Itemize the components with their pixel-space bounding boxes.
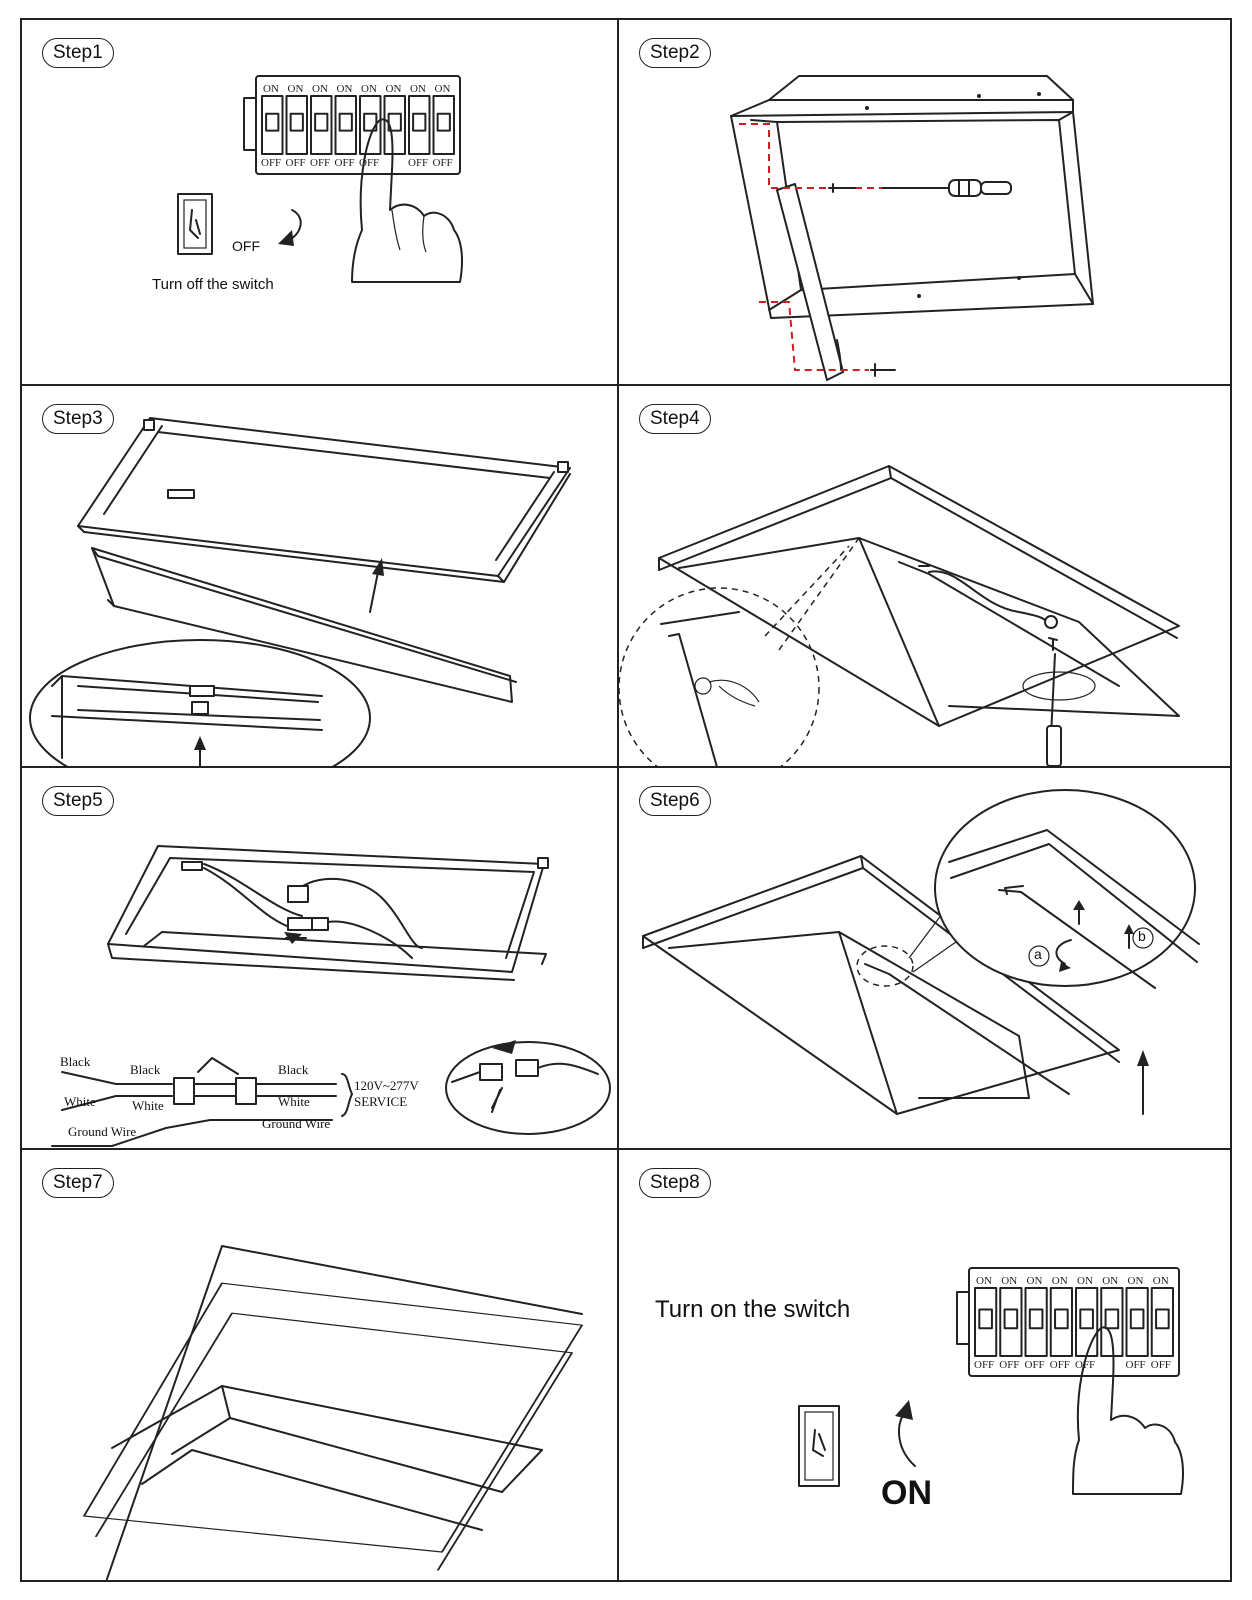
breaker-off-label: OFF	[1025, 1359, 1045, 1371]
step1-caption: Turn off the switch	[152, 276, 274, 293]
breaker-off-label: OFF	[408, 157, 428, 169]
breaker-on-label: ON	[1027, 1275, 1043, 1287]
remove-lens-illustration	[29, 417, 571, 766]
breaker-handle	[412, 112, 427, 132]
wire-label-black-right: Black	[278, 1062, 309, 1077]
wire-label-ground-left: Ground Wire	[68, 1124, 137, 1139]
step7-panel: Step7	[22, 1150, 619, 1580]
breaker-handle	[314, 112, 329, 132]
breaker-off-label: OFF	[433, 157, 453, 169]
breaker-off-label: OFF	[1126, 1359, 1146, 1371]
breaker-on-label: ON	[1102, 1275, 1118, 1287]
breaker-on-label: ON	[386, 83, 402, 95]
breaker-on-label: ON	[1153, 1275, 1169, 1287]
breaker-on-label: ON	[976, 1275, 992, 1287]
breaker-on-label: ON	[435, 83, 451, 95]
step6-label: Step6	[639, 786, 711, 816]
breaker-on-label: ON	[361, 83, 377, 95]
step3-label: Step3	[42, 404, 114, 434]
breaker-on-label: ON	[1001, 1275, 1017, 1287]
step8-caption: Turn on the switch	[655, 1296, 851, 1323]
breaker-handle	[1129, 1308, 1145, 1330]
breaker-off-label: OFF	[1151, 1359, 1171, 1371]
wire-label-black-left: Black	[60, 1054, 91, 1069]
breaker-handle	[1003, 1308, 1019, 1330]
breaker-off-label: OFF	[999, 1359, 1019, 1371]
breaker-on-label: ON	[1128, 1275, 1144, 1287]
breaker-off-label: OFF	[1050, 1359, 1070, 1371]
breaker-panel-off-illustration: ON OFF ON OFF ON OFF ON OFF ON OFF ON ON OFF ON OFF	[177, 75, 463, 283]
step4-label: Step4	[639, 404, 711, 434]
marker-b: b	[1138, 928, 1146, 944]
wire-label-white-left: White	[64, 1094, 96, 1109]
breaker-handle	[338, 112, 353, 132]
breaker-handle	[978, 1308, 993, 1330]
breaker-off-label: OFF	[359, 157, 379, 169]
remove-door-frame-illustration	[730, 75, 1094, 381]
breaker-handle	[289, 112, 304, 132]
breaker-on-label: ON	[337, 83, 353, 95]
breaker-off-label: OFF	[286, 157, 306, 169]
step6-panel: Step6	[619, 768, 1230, 1150]
service-voltage-label: 120V~277V	[354, 1078, 419, 1093]
breaker-panel-on-illustration: ON OFF ON OFF ON OFF ON OFF ON OFF ON ON OFF ON OFF	[798, 1267, 1184, 1495]
breaker-on-label: ON	[1052, 1275, 1068, 1287]
breaker-on-label: ON	[312, 83, 328, 95]
wire-label-white-mid: White	[132, 1098, 164, 1113]
step5-panel: Step5	[22, 768, 619, 1150]
step4-panel: Step4	[619, 386, 1230, 768]
breaker-handle	[1104, 1308, 1120, 1330]
breaker-on-label: ON	[263, 83, 279, 95]
wire-connection-illustration	[51, 845, 611, 1147]
breaker-handle	[1155, 1308, 1170, 1330]
breaker-off-label: OFF	[335, 157, 355, 169]
breaker-off-label: OFF	[261, 157, 281, 169]
installed-fixture-illustration	[83, 1245, 583, 1580]
step2-panel: Step2	[619, 20, 1230, 386]
breaker-handle	[1054, 1308, 1069, 1330]
switch-off-label: OFF	[232, 238, 260, 254]
switch-on-label: ON	[881, 1474, 932, 1512]
breaker-handle	[265, 112, 280, 132]
step7-label: Step7	[42, 1168, 114, 1198]
step5-label: Step5	[42, 786, 114, 816]
step1-label: Step1	[42, 38, 114, 68]
service-label: SERVICE	[354, 1094, 408, 1109]
step8-label: Step8	[639, 1168, 711, 1198]
wire-label-ground-right: Ground Wire	[262, 1116, 331, 1131]
step2-label: Step2	[639, 38, 711, 68]
breaker-handle	[1079, 1308, 1094, 1330]
step8-panel: Step8 Turn on the switch ON OFF ON OFF ON OFF…	[619, 1150, 1230, 1580]
breaker-on-label: ON	[1077, 1275, 1093, 1287]
latch-fixture-illustration	[642, 789, 1200, 1115]
breaker-off-label: OFF	[1075, 1359, 1095, 1371]
ground-wire-detach-illustration	[619, 465, 1180, 766]
step3-panel: Step3	[22, 386, 619, 768]
breaker-off-label: OFF	[310, 157, 330, 169]
breaker-handle	[1028, 1308, 1044, 1330]
marker-a: a	[1034, 946, 1042, 962]
breaker-on-label: ON	[288, 83, 304, 95]
breaker-off-label: OFF	[974, 1359, 994, 1371]
breaker-handle	[436, 112, 451, 132]
wire-label-black-mid: Black	[130, 1062, 161, 1077]
breaker-on-label: ON	[410, 83, 426, 95]
wire-label-white-right: White	[278, 1094, 310, 1109]
